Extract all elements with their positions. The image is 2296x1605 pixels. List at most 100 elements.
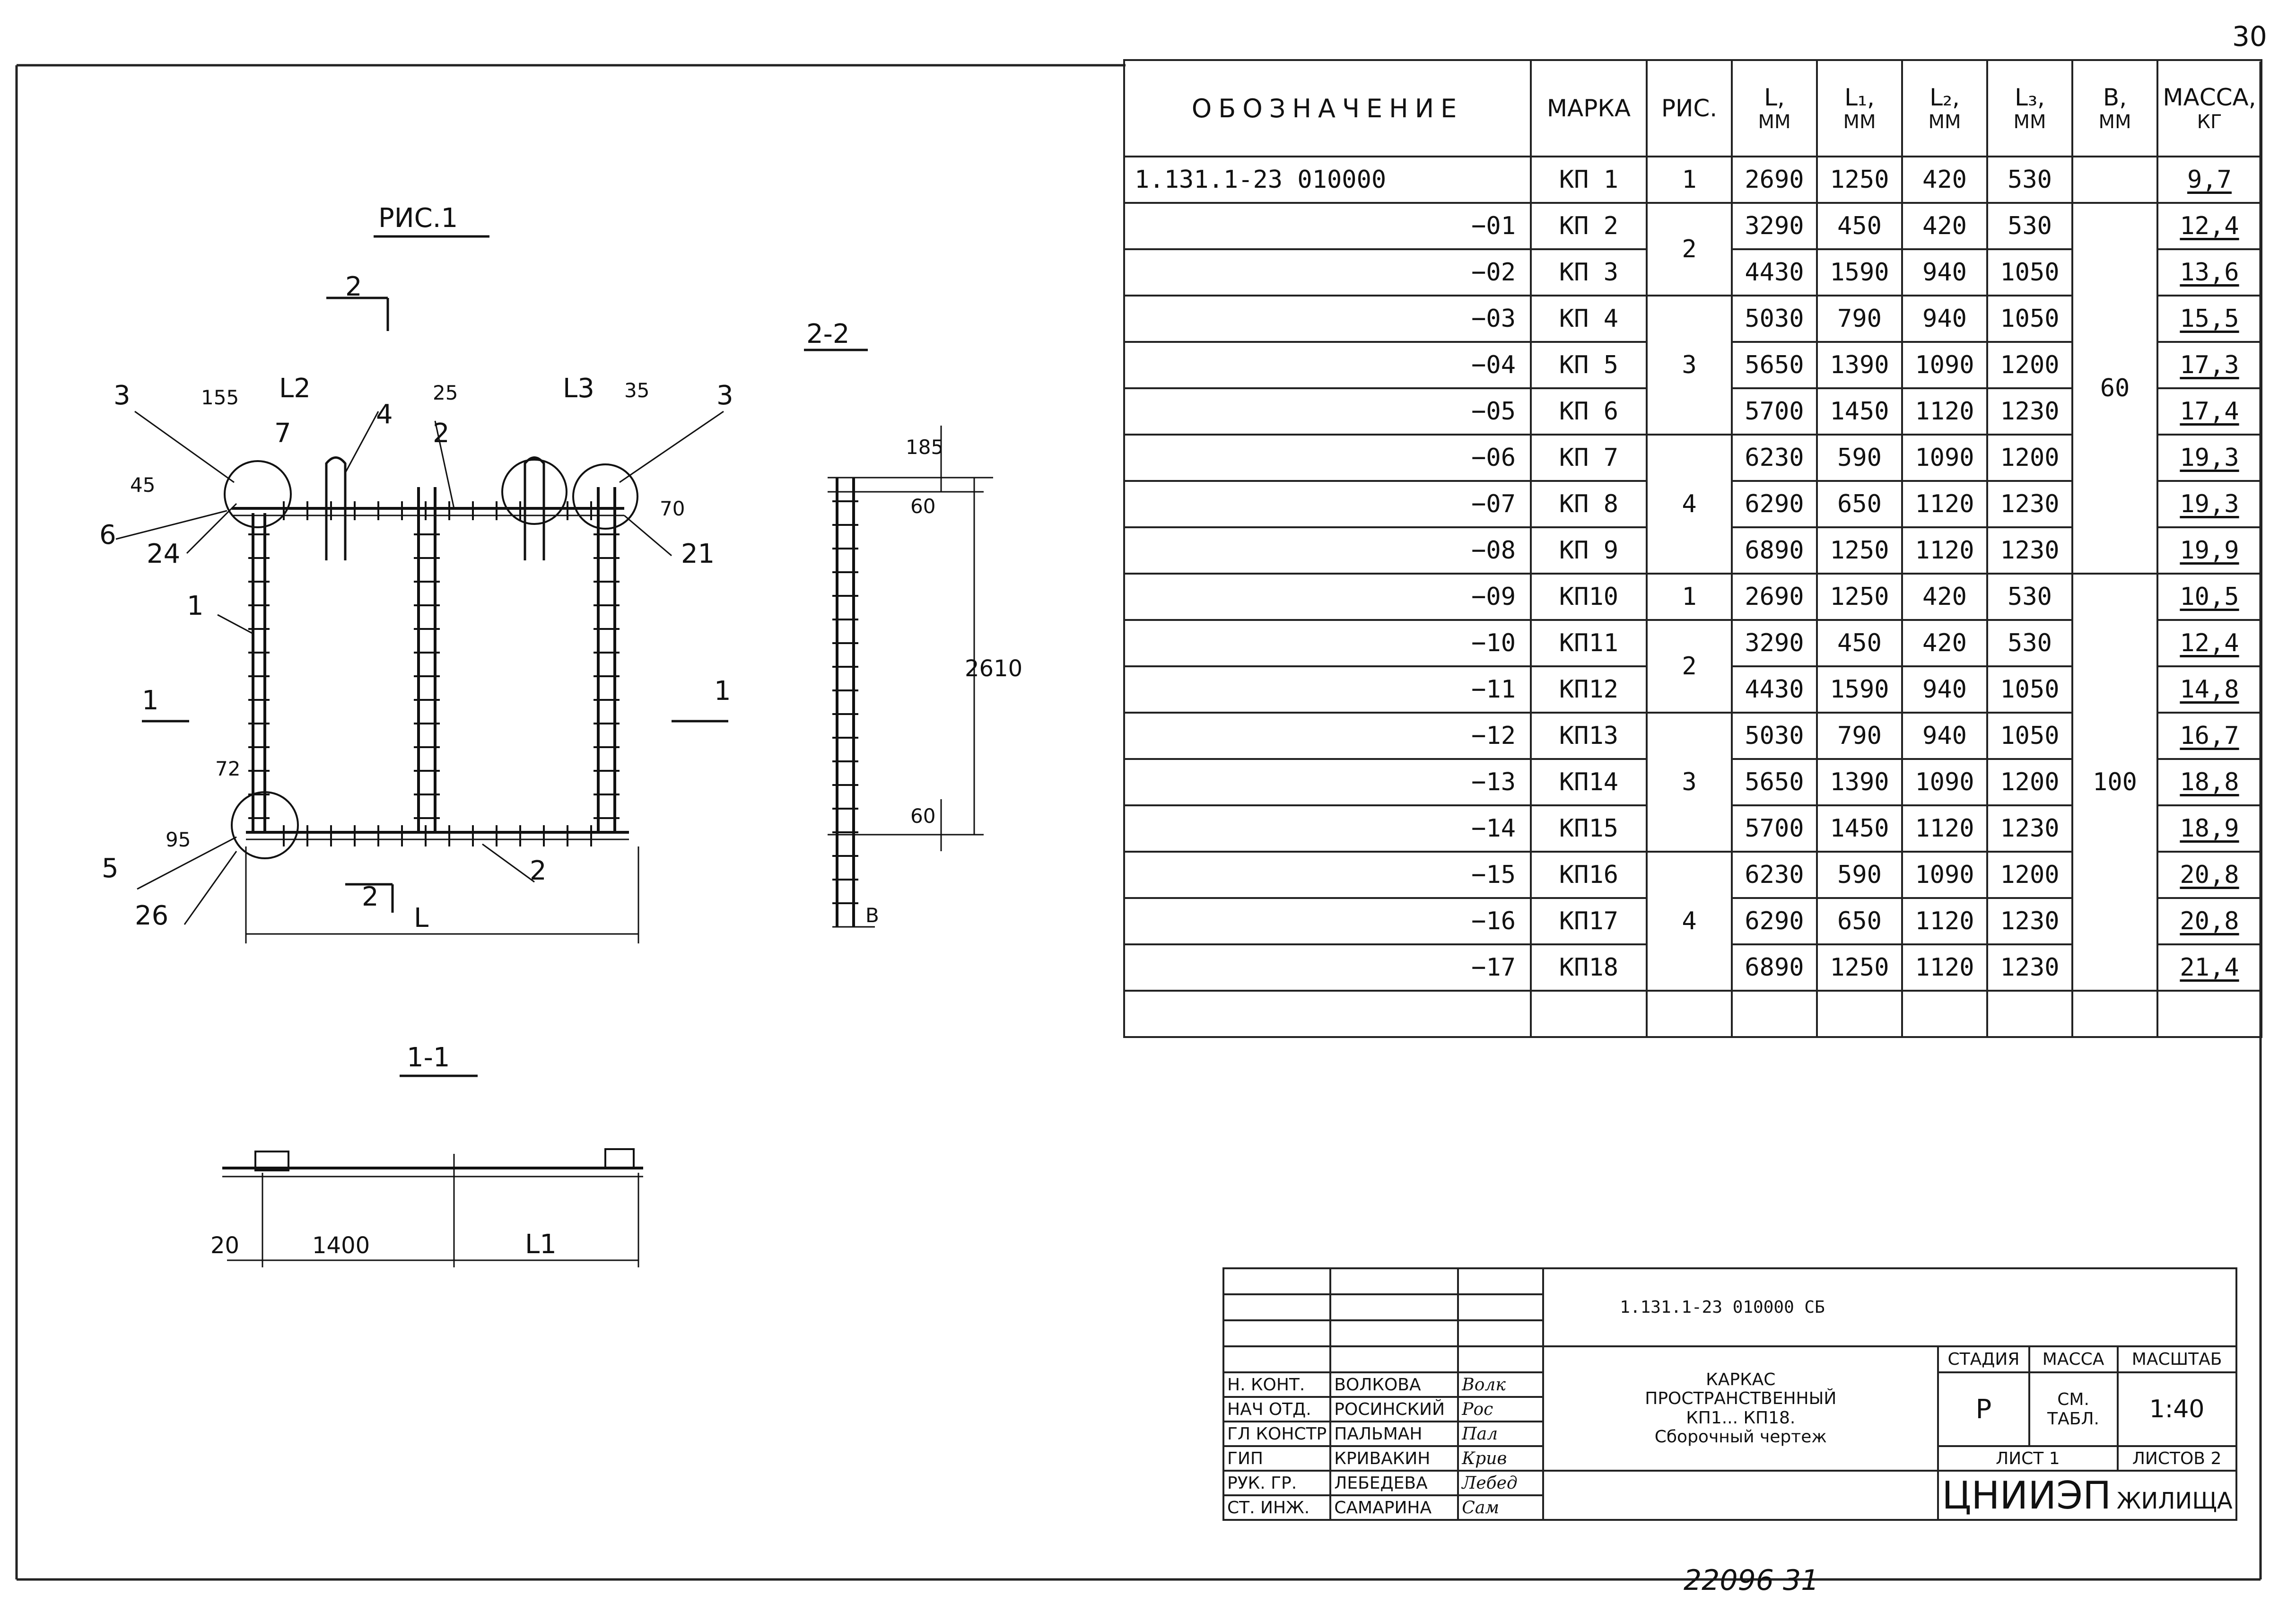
col-L3-unit: ММ xyxy=(2013,111,2046,133)
cell-B: 60 xyxy=(2071,202,2158,575)
drawing-title: КАРКАС ПРОСТРАНСТВЕННЫЙ КП1... КП18. Сбо… xyxy=(1542,1345,1939,1472)
cell-L3: 1050 xyxy=(1986,295,2073,343)
callout-1: 1 xyxy=(187,591,204,621)
cell-mark: КП 3 xyxy=(1530,248,1648,297)
sheet-number: ЛИСТ 1 xyxy=(1937,1445,2119,1472)
staff-role: Н. КОНТ. xyxy=(1222,1371,1332,1398)
inventory-number: 22096 31 xyxy=(1684,1564,1819,1597)
mass-label: МАССА xyxy=(2028,1345,2119,1373)
dim-20: 20 xyxy=(210,1232,239,1259)
cell-mark: КП 4 xyxy=(1530,295,1648,343)
staff-role: НАЧ ОТД. xyxy=(1222,1396,1332,1422)
cell-mass: 15,5 xyxy=(2156,295,2262,343)
cell-L1: 590 xyxy=(1816,434,1903,482)
cell-L2: 1120 xyxy=(1901,804,1988,853)
col-B: В,ММ xyxy=(2071,59,2158,157)
cell-designation: −15 xyxy=(1123,851,1532,899)
cell-L: 6230 xyxy=(1731,851,1818,899)
cell-L: 5030 xyxy=(1731,712,1818,760)
staff-signature: Сам xyxy=(1457,1494,1545,1521)
cell-L3: 1230 xyxy=(1986,387,2073,436)
cell-L3: 530 xyxy=(1986,156,2073,204)
cell-designation: −04 xyxy=(1123,341,1532,389)
cell-L1: 1390 xyxy=(1816,758,1903,806)
cell-L1: 1450 xyxy=(1816,387,1903,436)
dim-L: L xyxy=(414,903,428,933)
cell-mark: КП 9 xyxy=(1530,526,1648,575)
cut-mark-bottom: 2 xyxy=(362,881,379,912)
table-header-row: ОБОЗНАЧЕНИЕ МАРКА РИС. L,ММ L₁,ММ L₂,ММ … xyxy=(1123,59,2262,157)
cell-L2: 1120 xyxy=(1901,897,1988,945)
cell-mark: КП12 xyxy=(1530,665,1648,714)
cell-L3: 1050 xyxy=(1986,665,2073,714)
col-mark: МАРКА xyxy=(1530,59,1648,157)
cell-designation: 1.131.1-23 010000 xyxy=(1123,156,1532,204)
dim-72: 72 xyxy=(215,757,240,780)
dim-185: 185 xyxy=(906,436,943,459)
callout-26: 26 xyxy=(135,900,168,931)
cell-L2: 1090 xyxy=(1901,851,1988,899)
cell-L: 3290 xyxy=(1731,619,1818,667)
dim-B: B xyxy=(865,904,879,927)
cell-L: 4430 xyxy=(1731,248,1818,297)
cell-L: 5700 xyxy=(1731,387,1818,436)
cell-fig: 1 xyxy=(1646,156,1733,204)
cell-fig: 4 xyxy=(1646,851,1733,992)
title-line-2: ПРОСТРАНСТВЕННЫЙ xyxy=(1645,1389,1837,1409)
cell-L: 5650 xyxy=(1731,341,1818,389)
cell-L2: 940 xyxy=(1901,712,1988,760)
cell-L: 5650 xyxy=(1731,758,1818,806)
cell-L: 5700 xyxy=(1731,804,1818,853)
cell-fig: 3 xyxy=(1646,295,1733,436)
cell-L2: 1090 xyxy=(1901,758,1988,806)
title-block: 1.131.1-23 010000 СБ КАРКАС ПРОСТРАНСТВЕ… xyxy=(1222,1267,2237,1521)
cell-designation: −10 xyxy=(1123,619,1532,667)
callout-7: 7 xyxy=(274,418,291,449)
cell-L3: 1200 xyxy=(1986,851,2073,899)
cell-mass: 13,6 xyxy=(2156,248,2262,297)
col-L1-label: L₁, xyxy=(1844,84,1875,111)
cell-mass: 16,7 xyxy=(2156,712,2262,760)
staff-name: ПАЛЬМАН xyxy=(1329,1421,1459,1447)
staff-signature: Рос xyxy=(1457,1396,1545,1422)
cell-mark: КП10 xyxy=(1530,573,1648,621)
sheet-total: ЛИСТОВ 2 xyxy=(2116,1445,2237,1472)
cell-L3: 530 xyxy=(1986,202,2073,250)
cell-mass: 18,8 xyxy=(2156,758,2262,806)
table-row-empty xyxy=(1123,990,2262,1038)
callout-5: 5 xyxy=(102,853,119,884)
cell-L3: 1200 xyxy=(1986,341,2073,389)
col-mass-unit: КГ xyxy=(2197,111,2222,133)
callout-24: 24 xyxy=(147,539,180,569)
cell-designation: −13 xyxy=(1123,758,1532,806)
dim-1400: 1400 xyxy=(312,1232,370,1259)
cell-L2: 420 xyxy=(1901,573,1988,621)
cut-mark-top: 2 xyxy=(345,271,362,302)
cell-mass: 18,9 xyxy=(2156,804,2262,853)
col-B-label: В, xyxy=(2103,84,2127,111)
cell-L1: 590 xyxy=(1816,851,1903,899)
cell-L2: 420 xyxy=(1901,156,1988,204)
cell-L2: 1120 xyxy=(1901,943,1988,992)
dim-L3: L3 xyxy=(563,373,594,404)
cell-L1: 1590 xyxy=(1816,665,1903,714)
staff-name: КРИВАКИН xyxy=(1329,1445,1459,1472)
cell-mass: 12,4 xyxy=(2156,202,2262,250)
cell-L2: 1120 xyxy=(1901,480,1988,528)
cut-mark-left: 1 xyxy=(142,685,159,716)
staff-signature: Лебед xyxy=(1457,1470,1545,1496)
cell-L: 6230 xyxy=(1731,434,1818,482)
cell-mark: КП 8 xyxy=(1530,480,1648,528)
col-mass: МАССА,КГ xyxy=(2156,59,2262,157)
cell-mass: 21,4 xyxy=(2156,943,2262,992)
section-1-1-title: 1-1 xyxy=(407,1042,450,1073)
cell-designation: −17 xyxy=(1123,943,1532,992)
cell-mark: КП15 xyxy=(1530,804,1648,853)
